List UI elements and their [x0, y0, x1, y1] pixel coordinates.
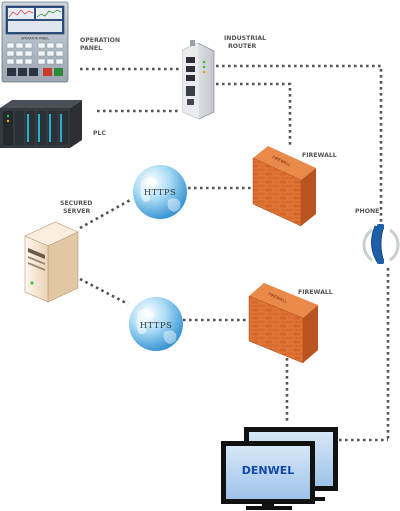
https-bottom-text: HTTPS [140, 321, 172, 331]
router-label-2: ROUTER [228, 43, 256, 50]
operation-panel-label-1: OPERATION [80, 37, 120, 44]
link-router-phone [216, 64, 383, 224]
operation-panel-device: OPERATOR PANEL [1, 1, 69, 83]
industrial-router-device [182, 40, 215, 120]
https-globe-top: HTTPS [133, 165, 187, 219]
monitor-brand-text: DENWEL [242, 464, 295, 477]
panel-keypad [6, 42, 64, 65]
link-server-https-bottom [79, 277, 129, 306]
panel-caption: OPERATOR PANEL [21, 37, 49, 41]
phone-icon [362, 224, 400, 264]
phone-label: PHONE [355, 208, 379, 215]
https-globe-bottom: HTTPS [129, 297, 183, 351]
plc-device [0, 100, 82, 148]
plc-label: PLC [93, 130, 106, 137]
firewall-bottom-label: FIREWALL [298, 289, 333, 296]
link-router-firewall [216, 82, 292, 148]
server-label-1: SECURED [60, 200, 92, 207]
server-label-2: SERVER [63, 208, 90, 215]
link-server-https-top [79, 197, 133, 230]
monitor-front: DENWEL [221, 441, 315, 510]
https-top-text: HTTPS [144, 188, 176, 198]
server-icon [24, 221, 79, 303]
panel-function-keys [7, 68, 63, 76]
firewall-bottom: FIREWALL [248, 283, 318, 364]
firewall-top-label: FIREWALL [302, 152, 337, 159]
operation-panel-label-2: PANEL [80, 45, 102, 52]
firewall-top: FIREWALL [252, 146, 316, 227]
connection-lines [79, 64, 390, 442]
router-label-1: INDUSTRIAL [224, 35, 266, 42]
